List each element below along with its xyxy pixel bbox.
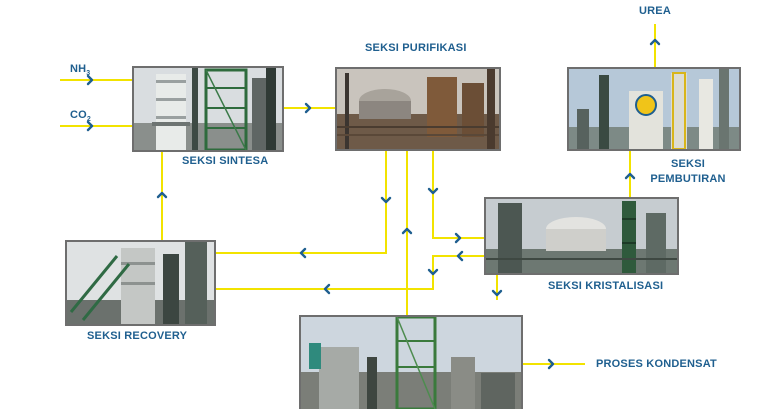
- purifikasi-photo: [335, 67, 501, 151]
- kondensat-label: PROSES KONDENSAT: [596, 358, 717, 370]
- arrow-to-recovery-upper-icon: [299, 247, 307, 259]
- line-purifikasi-to-recovery: [216, 150, 387, 254]
- recovery-label: SEKSI RECOVERY: [87, 330, 188, 342]
- arrow-purifikasi-down-left-icon: [380, 196, 392, 204]
- arrow-kristalisasi-return-down-icon: [427, 268, 439, 276]
- arrow-to-kristalisasi-icon: [454, 232, 462, 244]
- arrow-nh3-icon: [86, 74, 94, 86]
- pembutiran-photo: [567, 67, 741, 151]
- nh3-label: NH3: [70, 63, 90, 77]
- arrow-purifikasi-down-right-icon: [427, 187, 439, 195]
- co2-label-sub: 2: [86, 116, 91, 124]
- arrow-recovery-up-icon: [156, 191, 168, 199]
- co2-label: CO2: [70, 109, 91, 123]
- arrow-urea-up-icon: [649, 38, 661, 46]
- arrow-sintesa-purifikasi-icon: [304, 102, 312, 114]
- nh3-label-base: NH: [70, 63, 87, 75]
- co2-label-base: CO: [70, 109, 87, 121]
- kondensat-photo: [299, 315, 523, 409]
- sintesa-label: SEKSI SINTESA: [182, 155, 269, 167]
- pembutiran-label-line1: SEKSI: [670, 158, 705, 170]
- urea-label: UREA: [639, 5, 671, 17]
- pembutiran-label: SEKSI PEMBUTIRAN: [628, 157, 748, 187]
- line-kristalisasi-to-recovery: [216, 255, 485, 290]
- arrow-kristalisasi-down-icon: [491, 289, 503, 297]
- kristalisasi-label: SEKSI KRISTALISASI: [548, 280, 664, 292]
- arrow-to-recovery-lower-icon: [323, 283, 331, 295]
- arrow-center-up-icon: [401, 227, 413, 235]
- line-purifikasi-to-kristalisasi: [432, 150, 485, 239]
- sintesa-photo: [132, 66, 284, 152]
- arrow-pembutiran-up-icon: [624, 172, 636, 180]
- arrow-co2-icon: [86, 120, 94, 132]
- arrow-to-kondensat-icon: [547, 358, 555, 370]
- kristalisasi-photo: [484, 197, 679, 275]
- purifikasi-label: SEKSI PURIFIKASI: [365, 42, 467, 54]
- nh3-label-sub: 3: [86, 70, 91, 78]
- recovery-photo: [65, 240, 216, 326]
- pembutiran-label-line2: PEMBUTIRAN: [650, 173, 726, 185]
- arrow-kristalisasi-return-icon: [456, 250, 464, 262]
